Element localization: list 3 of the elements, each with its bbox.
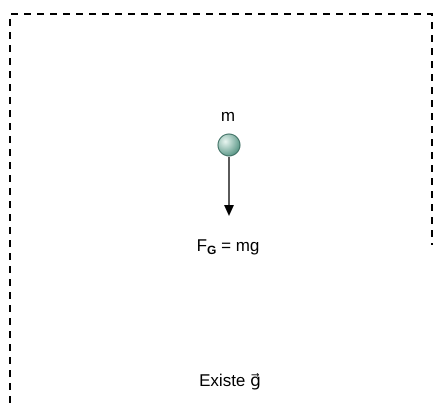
force-formula: F$_{G}$ = mg: [196, 236, 260, 256]
field-note: Existe g⃗: [199, 371, 261, 392]
mass-label: m: [220, 106, 236, 126]
